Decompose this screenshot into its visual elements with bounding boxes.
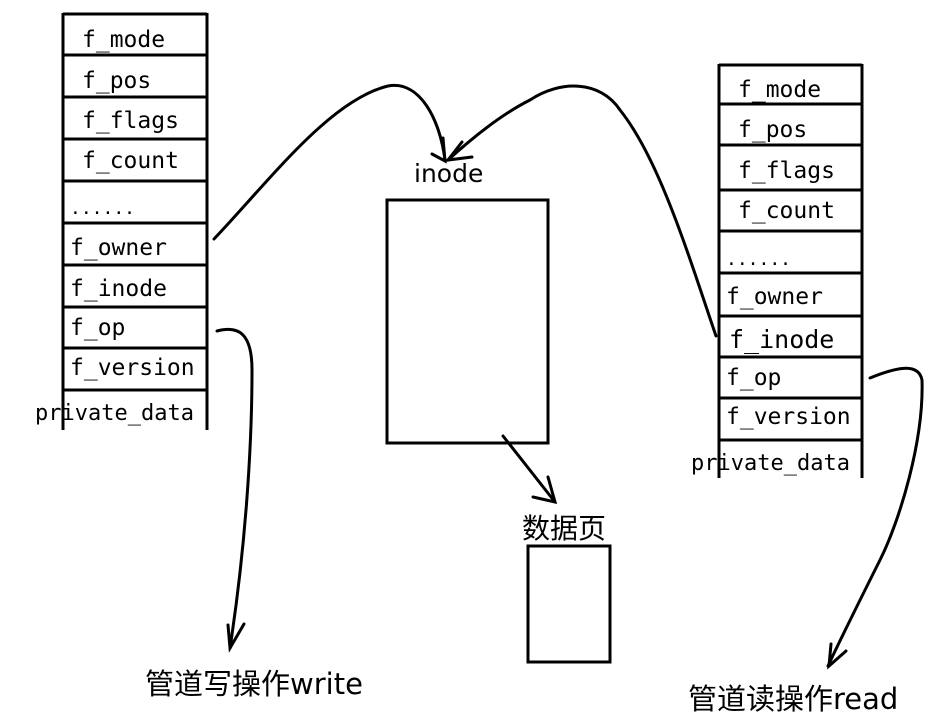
data-page-node: 数据页 <box>522 512 612 664</box>
right-field-ellipsis: ...... <box>726 249 791 270</box>
edges <box>212 83 924 670</box>
arrow-head-right-inode <box>444 140 474 162</box>
left-field-f_flags: f_flags <box>82 108 179 134</box>
inode-box <box>385 198 550 445</box>
right-field-f_inode: f_inode <box>729 325 834 354</box>
left-file-struct: f_mode f_pos f_flags f_count ...... f_ow… <box>35 12 209 430</box>
data-page-box <box>526 544 612 664</box>
left-field-f_count: f_count <box>82 148 179 174</box>
arrow-right-inode-to-inode <box>446 84 718 338</box>
left-field-f_version: f_version <box>70 355 195 381</box>
right-field-f_version: f_version <box>726 404 851 430</box>
left-field-f_inode: f_inode <box>70 276 167 302</box>
left-field-f_op: f_op <box>70 315 125 341</box>
arrow-head-datapage <box>531 475 558 505</box>
right-field-f_count: f_count <box>738 198 835 224</box>
arrow-head-read <box>827 642 848 670</box>
left-field-f_pos: f_pos <box>82 68 151 94</box>
arrow-head-write <box>226 622 246 653</box>
right-field-private_data: private_data <box>691 451 850 476</box>
arrow-inode-to-datapage <box>501 434 557 504</box>
right-field-f_mode: f_mode <box>738 77 821 103</box>
left-field-private_data: private_data <box>35 401 194 426</box>
read-op-label: 管道读操作read <box>688 682 898 716</box>
arrow-left-owner-to-inode <box>212 83 447 241</box>
right-field-f_owner: f_owner <box>726 284 823 310</box>
left-field-ellipsis: ...... <box>70 198 135 219</box>
left-field-f_owner: f_owner <box>70 235 167 261</box>
right-field-f_pos: f_pos <box>738 117 807 143</box>
write-op-label: 管道写操作write <box>145 667 363 701</box>
arrow-left-op-to-write <box>215 327 254 650</box>
arrow-right-op-to-read <box>826 366 924 668</box>
inode-label: inode <box>414 159 483 188</box>
arrow-head-left-owner <box>430 136 447 164</box>
right-field-f_op: f_op <box>726 365 781 391</box>
left-field-f_mode: f_mode <box>82 27 165 53</box>
data-page-label: 数据页 <box>522 512 606 545</box>
inode-node: inode <box>385 159 550 445</box>
right-field-f_flags: f_flags <box>738 158 835 184</box>
right-file-struct: f_mode f_pos f_flags f_count ...... f_ow… <box>691 63 864 478</box>
